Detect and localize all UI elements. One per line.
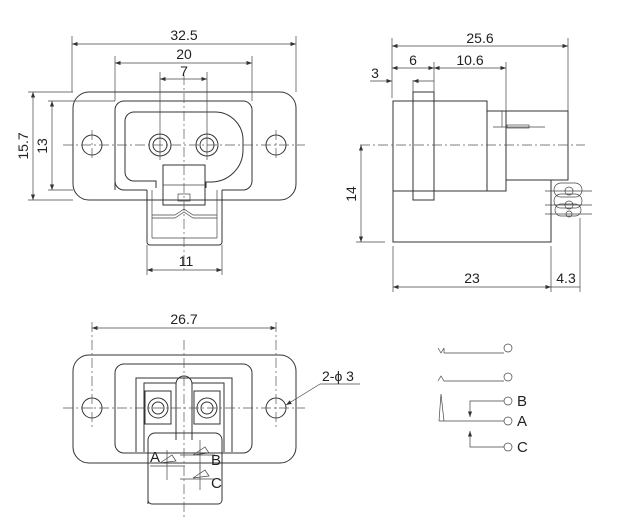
terminal-label-c: C [211, 475, 222, 492]
dim-body-height: 13 [34, 138, 50, 154]
schematic-label-b: B [517, 393, 527, 410]
dim-front-depth: 6 [409, 52, 417, 68]
rear-view: 26.7 2-ϕ 3 A B C [63, 311, 360, 520]
terminal-label-b: B [211, 452, 221, 469]
terminal-label-a: A [150, 449, 160, 466]
dim-pin-pitch: 7 [180, 63, 188, 79]
dim-tab-width: 11 [179, 253, 194, 269]
dim-overall-depth: 25.6 [466, 30, 493, 46]
dim-pin-offset: 4.3 [556, 270, 576, 286]
dim-height-below-center: 14 [343, 186, 359, 202]
dim-body-width: 20 [176, 46, 192, 62]
schematic-label-a: A [517, 413, 527, 430]
front-view: 32.5 20 7 15.7 13 11 [15, 27, 305, 275]
dim-overall-height: 15.7 [15, 132, 31, 159]
dim-flange: 3 [371, 65, 379, 81]
schematic-label-c: C [517, 439, 528, 456]
side-view: 25.6 6 10.6 3 14 23 4.3 [343, 30, 592, 292]
dim-mounting-holes: 2-ϕ 3 [322, 368, 354, 384]
dim-hole-pitch: 26.7 [170, 311, 197, 327]
switch-schematic: B A C [437, 343, 528, 456]
dim-mid-depth: 10.6 [456, 52, 483, 68]
dim-body-depth: 23 [464, 270, 480, 286]
dim-overall-width: 32.5 [170, 27, 197, 43]
